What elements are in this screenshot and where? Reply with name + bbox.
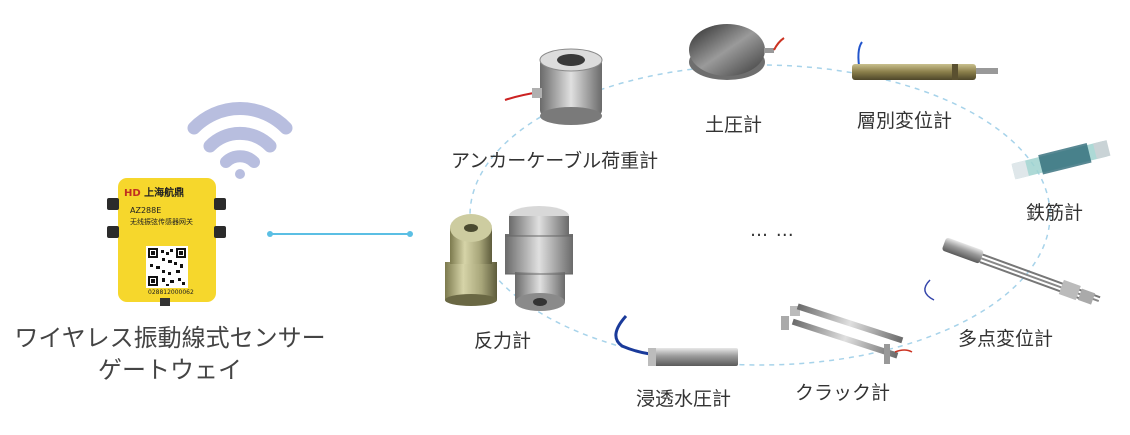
gateway-title-line2: ゲートウェイ — [98, 356, 242, 384]
sensor-label-earth: 土圧計 — [705, 114, 763, 136]
sensor-label-anchor: アンカーケーブル荷重計 — [451, 150, 659, 172]
gateway-link — [267, 231, 413, 237]
sensor-label-crack: クラック計 — [795, 382, 891, 404]
qr-pattern — [148, 248, 186, 286]
gateway-title-line1: ワイヤレス振動線式センサー — [14, 324, 326, 352]
device-subtitle: 无线振弦传感器网关 — [130, 218, 193, 226]
device-brand: 上海航鼎 — [144, 188, 185, 199]
multipoint-displacement-gauge-image — [924, 237, 1101, 305]
gateway-device — [107, 178, 226, 306]
device-logo-mark: HD — [124, 188, 141, 199]
anchor-load-cell-image — [504, 48, 603, 125]
sensor-label-layer: 層別変位計 — [857, 110, 953, 132]
device-model: AZ288E — [130, 206, 162, 215]
sensor-label-multipoint: 多点変位計 — [958, 328, 1054, 350]
device-serial: 028812000062 — [148, 289, 194, 296]
crack-meter-image — [781, 303, 913, 364]
more-sensors-ellipsis: … … — [750, 220, 795, 241]
rebar-meter-image — [1011, 140, 1111, 180]
sensor-label-rebar: 鉄筋計 — [1026, 202, 1084, 224]
sensor-label-reaction: 反力計 — [474, 330, 532, 352]
seepage-pressure-meter-image — [614, 314, 738, 366]
earth-pressure-cell-image — [689, 24, 785, 80]
layered-displacement-gauge-image — [852, 41, 998, 80]
sensor-label-seepage: 浸透水圧計 — [636, 388, 732, 410]
reaction-force-meter-image — [445, 206, 573, 311]
wifi-icon — [187, 102, 293, 179]
